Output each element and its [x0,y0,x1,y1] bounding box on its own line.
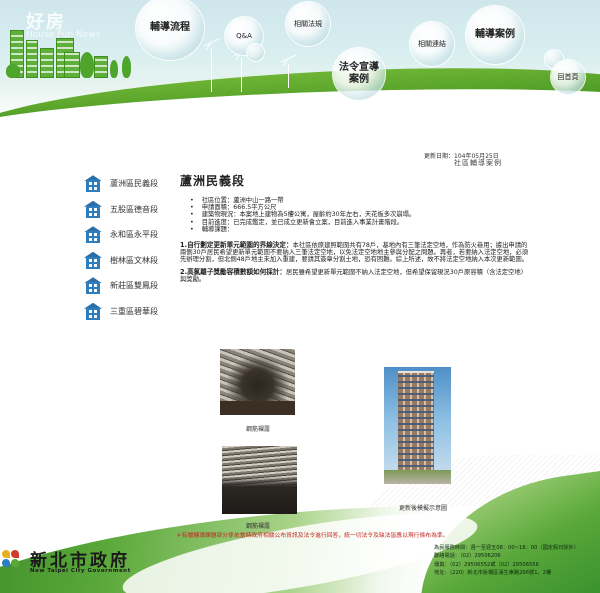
fax: 傳真：（02）29506552或（02）29506556 [434,561,539,568]
sidebar-item-label: 五股區德音段 [110,204,158,214]
sidebar-item-label: 新莊區雙鳳段 [110,281,158,291]
phone: 聯絡電話：（02）29506206 [434,553,501,560]
address: 地址：（220）新北市板橋區漢生東路266號1、2樓 [434,569,552,576]
sidebar-item-shulin-wenlin[interactable]: 樹林區文林段 [84,248,176,274]
sidebar-item-yonghe-yongping[interactable]: 永和區永平段 [84,222,176,248]
photo-caption: 鋼筋裸露 [246,523,271,530]
decorative-bubble [247,44,264,61]
nav-promo-cases-button[interactable]: 法令宣導 案例 [333,48,385,100]
nav-process-button[interactable]: 輔導流程 [136,0,204,60]
header-banner: 好房 House Fun News 輔導流程 Q&A 相關法規 法令宣導 案例 … [0,0,600,118]
info-building-status: 建築物現況：本案地上建物為5樓公寓，屋齡約30年左右，天花板多次崩塌。 [190,211,540,218]
page-title: 蘆洲民義段 [180,174,246,188]
watermark-logo: 好房 House Fun News [26,12,101,40]
sidebar-item-label: 三重區碧華段 [110,306,158,316]
nav-cases-button[interactable]: 輔導案例 [466,6,524,64]
issue-1-heading: 1.自行劃定更新單元範圍的界線決定： [180,241,293,250]
building-icon [84,302,102,320]
contact-info: 為民服務時間：週一至週五08：00~18：00（國定假日除外） 聯絡電話：（02… [434,544,579,577]
issue-1: 1.自行劃定更新單元範圍的界線決定：本社區依原建照範圍共有78戶，基地內有三筆法… [180,241,532,264]
nav-links-button[interactable]: 相關連結 [410,22,454,66]
wind-turbine-icon [211,48,212,92]
sidebar-item-sanchong-bihua[interactable]: 三重區碧華段 [84,299,176,325]
service-hours: 為民服務時間：週一至週五08：00~18：00（國定假日除外） [434,545,579,551]
sidebar-item-label: 永和區永平段 [110,230,158,240]
sidebar: 蘆洲區民義段 五股區德音段 永和區永平段 樹林區文林段 新莊區雙鳳段 三重區碧華… [84,171,176,324]
wind-turbine-icon [241,58,242,92]
info-progress: 目前進度：已完成鑑定，並已成立更新會立案，目前進入事業計畫階段。 [190,219,540,226]
photo-exposed-rebar-1 [220,349,295,415]
disclaimer-notice: ＊有關輔導課題部分係依當時政府相關公布資訊及法令進行回答，統一切法令及缺法皆應以… [176,533,449,539]
photo-caption: 鋼筋裸露 [246,426,271,433]
photo-rendering [384,367,451,484]
issue-2-body: 居民雖希望更新單元範圍不納入法定空地，但希望保留現況30戶原容積（含法定空地）與… [180,269,527,284]
building-icon [84,226,102,244]
building-icon [84,277,102,295]
update-date: 更新日期：104年05月25日 [424,153,499,160]
info-location: 社區位置：蘆洲中山一路一帶 [190,197,540,204]
info-issues: 輔導課題： [190,226,540,233]
section-label: 社區輔導案例 [454,159,502,167]
building-icon [84,200,102,218]
photo-exposed-rebar-2 [222,446,297,514]
main-content: 蘆洲民義段 社區位置：蘆洲中山一路一帶 申請面積：666.5平方公尺 建築物現況… [180,172,540,283]
sidebar-item-xinzhuang-shuangfeng[interactable]: 新莊區雙鳳段 [84,273,176,299]
sidebar-item-wugu-deyin[interactable]: 五股區德音段 [84,197,176,223]
sidebar-item-label: 樹林區文林段 [110,255,158,265]
photo-caption: 更新後模擬示意圖 [399,505,448,512]
case-info-list: 社區位置：蘆洲中山一路一帶 申請面積：666.5平方公尺 建築物現況：本案地上建… [190,197,540,233]
info-area: 申請面積：666.5平方公尺 [190,204,540,211]
building-icon [84,251,102,269]
sidebar-item-label: 蘆洲區民義段 [110,179,158,189]
issue-2-heading: 2.高氯離子獎勵容積數額如何採計： [180,268,286,277]
building-icon [84,175,102,193]
city-emblem-icon [2,550,20,570]
new-taipei-logo: 新北市政府 New Taipei City Government [0,544,200,584]
nav-regulations-button[interactable]: 相關法規 [286,2,330,46]
issue-2: 2.高氯離子獎勵容積數額如何採計：居民雖希望更新單元範圍不納入法定空地，但希望保… [180,268,532,284]
wind-turbine-icon [288,64,289,88]
city-illustration [6,14,136,78]
sidebar-item-luzhou-minyi[interactable]: 蘆洲區民義段 [84,171,176,197]
issue-1-body: 本社區依原建照範圍共有78戶，基地內有三筆法定空地，作為防火巷用；據出申請的兩側… [180,242,529,264]
nav-home-button[interactable]: 回首頁 [551,60,585,94]
